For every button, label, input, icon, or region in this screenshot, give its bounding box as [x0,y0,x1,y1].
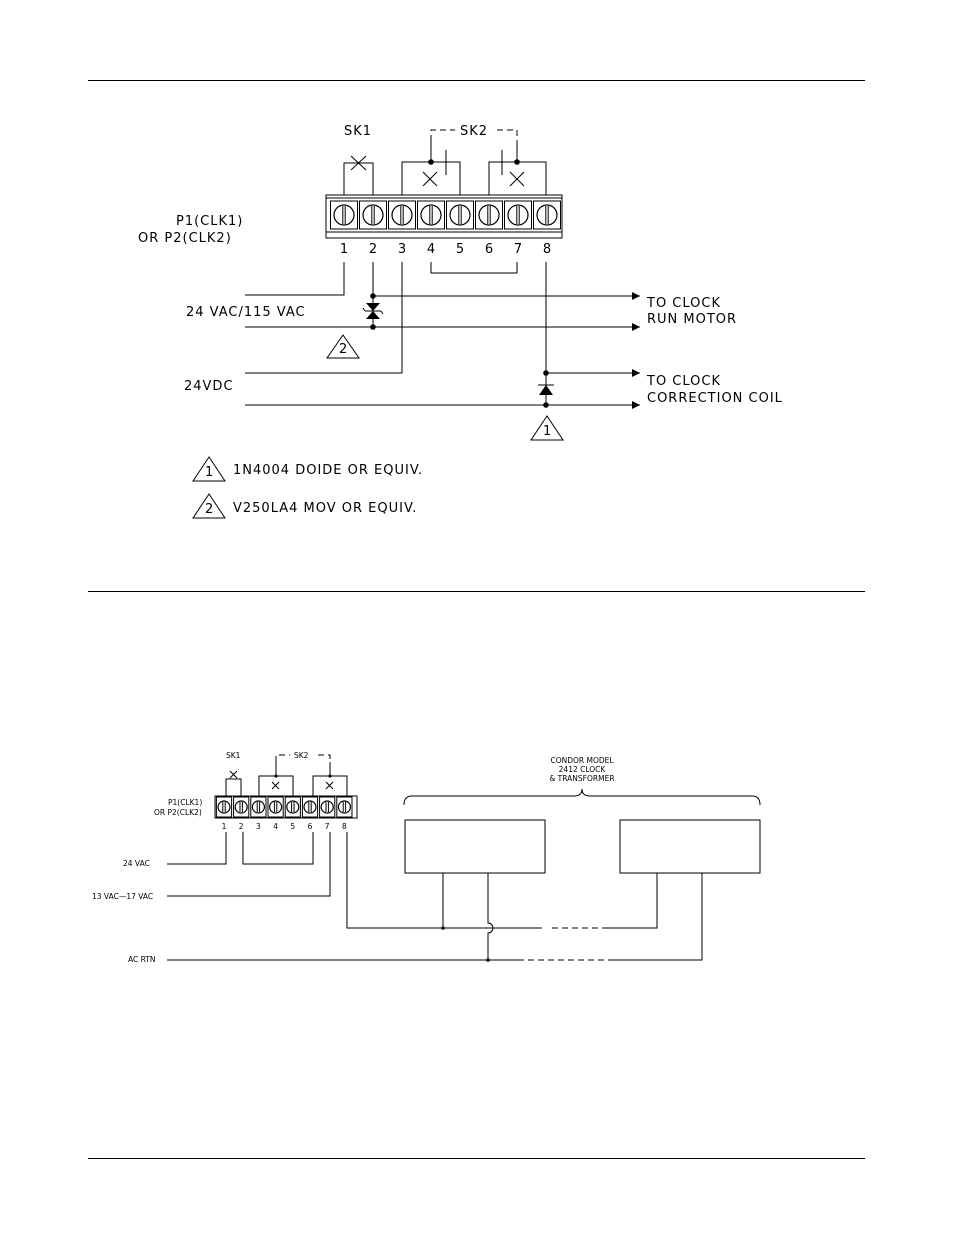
note-1: 1 1N4004 DOIDE OR EQUIV. [193,457,423,481]
connector-label-line2: OR P2(CLK2) [138,231,232,246]
out-motor-line1: TO CLOCK [646,296,721,311]
note-marker-1-diagram: 1 [531,416,563,440]
connector-label-2-line1: P1(CLK1) [168,798,202,807]
input-acrtn-label: AC RTN [128,955,155,964]
terminal-block [326,195,562,238]
out-coil-line2: CORRECTION COIL [647,391,783,406]
wire2-node-b [486,958,490,962]
terminal-screw-3 [251,797,266,817]
figure-2-condor-clock-wiring: SK1 SK2 1 2 3 4 5 6 7 8 P1(CLK1) OR P2(CLK2) [92,751,760,964]
terminal-screw-6 [476,201,503,229]
note-1-text: 1N4004 DOIDE OR EQUIV. [233,463,423,478]
terminal-number-1: 1 [222,822,227,831]
terminal-screw-2 [234,797,249,817]
terminal-number-7: 7 [514,242,522,257]
terminal-number-5: 5 [456,242,464,257]
terminal-screw-5 [285,797,300,817]
wire2-term8-right [605,873,657,928]
terminal-screw-3 [389,201,416,229]
note-2: 2 V250LA4 MOV OR EQUIV. [193,494,417,518]
terminal-number-1: 1 [340,242,348,257]
figure-1-clock-wiring: SK1 SK2 1 2 3 4 5 6 7 8 P1(CLK1) OR P2(CLK2) [138,124,783,518]
sk2-jumper-a-mark [423,172,437,186]
terminal-screw-6 [302,797,317,817]
terminal-screw-8 [337,797,352,817]
terminal-number-4: 4 [273,822,278,831]
device-label-line2: 2412 CLOCK [559,765,607,774]
input-24vac-label: 24 VAC [123,859,150,868]
terminal-screw-5 [447,201,474,229]
out-motor-line2: RUN MOTOR [647,312,737,327]
note-2-text: V250LA4 MOV OR EQUIV. [233,501,417,516]
sk2-node-a [428,159,434,165]
sk1-jumper-2 [226,779,241,796]
device-label-line3: & TRANSFORMER [549,774,614,783]
sk2-node-a-2 [274,774,277,777]
terminal-number-2: 2 [369,242,377,257]
input-13vac-label: 13 VAC—17 VAC [92,892,153,901]
sk2-label: SK2 [460,124,488,139]
terminal-4-7-jumper [431,262,517,273]
wire2-term8 [347,832,542,928]
terminal-screw-2 [360,201,387,229]
wire-term1 [245,262,344,295]
terminal-screw-1 [216,797,231,817]
wire2-acrtn-right [610,873,702,960]
terminal-number-6: 6 [308,822,313,831]
terminal-number-4: 4 [427,242,435,257]
sk1-open-mark-2 [230,771,237,778]
terminal-number-2: 2 [239,822,244,831]
wire2-node-a [441,926,445,930]
sk1-label-2: SK1 [226,751,241,760]
clock-box [405,820,545,873]
connector-label-2-line2: OR P2(CLK2) [154,808,202,817]
svg-text:1: 1 [205,465,214,480]
sk2-node-b-2 [328,774,331,777]
wire2-term1 [167,832,226,864]
device-label-line1: CONDOR MODEL [550,756,614,765]
svg-text:2: 2 [205,502,214,517]
terminal-screw-7 [320,797,335,817]
out-coil-line1: TO CLOCK [646,374,721,389]
svg-text:1: 1 [543,424,552,439]
diode-symbol [538,370,554,408]
terminal-number-3: 3 [398,242,406,257]
terminal-screw-7 [505,201,532,229]
terminal-number-6: 6 [485,242,493,257]
sk2-node-b [514,159,520,165]
terminal-number-5: 5 [290,822,295,831]
sk1-label: SK1 [344,124,372,139]
connector-label-line1: P1(CLK1) [176,214,243,229]
terminal-screw-4 [268,797,283,817]
input-dc-label: 24VDC [184,379,234,394]
sk2-jumper-a-mark-2 [272,782,279,789]
sk1-jumper [344,163,373,195]
device-brace [404,789,760,805]
wire2-clock-lead-b [488,873,493,960]
note-marker-2-diagram: 2 [327,335,359,358]
svg-text:2: 2 [339,342,348,357]
terminal-screw-4 [418,201,445,229]
terminal-number-8: 8 [342,822,347,831]
wire2-term2-6 [243,832,313,864]
terminal-screw-1 [331,201,358,229]
terminal-number-7: 7 [325,822,330,831]
terminal-number-3: 3 [256,822,261,831]
sk2-label-2: SK2 [294,751,309,760]
sk2-jumper-b-mark [510,172,524,186]
sk2-jumper-b-mark-2 [326,782,333,789]
terminal-screw-8 [534,201,561,229]
mov-symbol [363,293,383,330]
terminal-block-2 [215,796,357,818]
transformer-box [620,820,760,873]
terminal-number-8: 8 [543,242,551,257]
input-ac-label: 24 VAC/115 VAC [186,305,306,320]
